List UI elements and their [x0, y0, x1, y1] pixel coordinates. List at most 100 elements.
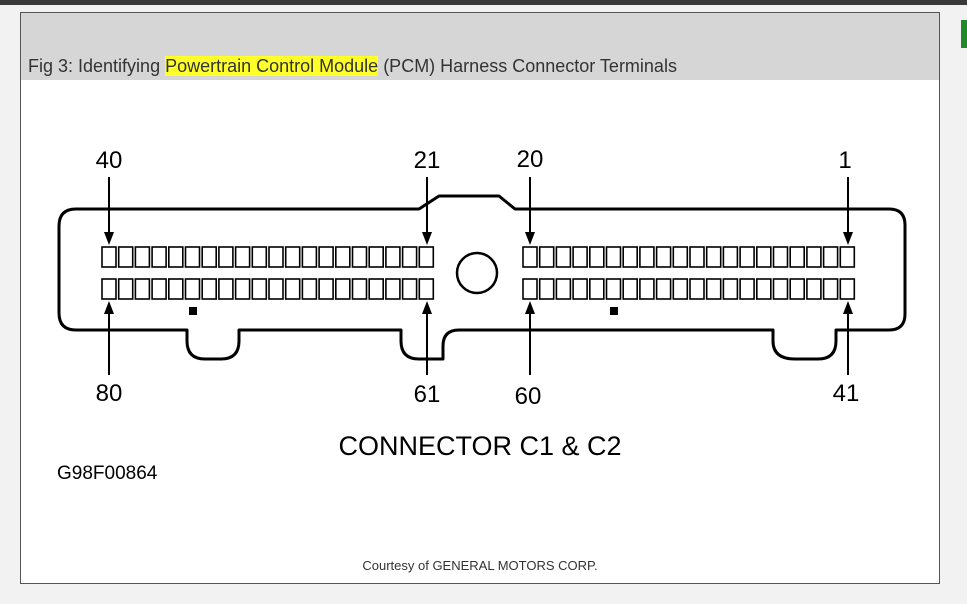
connector-housing — [57, 194, 907, 361]
right-pin-row2-col17 — [789, 278, 806, 300]
left-pin-row2-col2 — [117, 278, 134, 300]
left-pin-row1-col1 — [101, 246, 117, 268]
left-polarization-dot — [189, 307, 197, 315]
arrow-pin-21 — [422, 177, 432, 245]
right-pin-row2-col2 — [538, 278, 555, 300]
right-pin-row1-col3 — [555, 246, 572, 268]
right-connector-pins — [522, 246, 856, 300]
right-pin-row1-col19 — [822, 246, 839, 268]
right-pin-row2-col3 — [555, 278, 572, 300]
label-pin-1: 1 — [838, 147, 851, 174]
right-pin-row1-col17 — [789, 246, 806, 268]
right-pin-row2-col4 — [572, 278, 588, 300]
right-pin-row1-col20 — [839, 246, 856, 268]
left-pin-row2-col7 — [201, 278, 217, 300]
right-pin-row1-col15 — [755, 246, 772, 268]
left-pin-row1-col20 — [418, 246, 435, 268]
right-pin-row2-col11 — [689, 278, 705, 300]
right-pin-row1-col2 — [538, 246, 555, 268]
arrow-pin-60 — [525, 301, 535, 375]
caption-suffix: (PCM) Harness Connector Terminals — [378, 56, 677, 76]
window-top-bar — [0, 0, 967, 5]
right-pin-row1-col11 — [689, 246, 705, 268]
right-pin-row1-col12 — [705, 246, 722, 268]
left-pin-row2-col16 — [351, 278, 368, 300]
left-connector-pins — [101, 246, 435, 300]
caption-prefix: Fig 3: Identifying — [28, 56, 166, 76]
left-pin-row2-col12 — [284, 278, 301, 300]
right-pin-row1-col13 — [722, 246, 739, 268]
label-pin-80: 80 — [96, 380, 123, 407]
right-pin-row1-col10 — [672, 246, 689, 268]
label-pin-20: 20 — [517, 146, 544, 173]
arrow-pin-80 — [104, 301, 114, 375]
caption-highlight: Powertrain Control Module — [165, 56, 379, 76]
right-pin-row1-col14 — [739, 246, 755, 268]
arrow-pin-41 — [843, 301, 853, 375]
left-pin-row2-col3 — [134, 278, 151, 300]
arrow-pin-40 — [104, 177, 114, 245]
pin-callout-arrows — [104, 177, 853, 375]
right-pin-row2-col15 — [755, 278, 772, 300]
right-pin-row1-col6 — [605, 246, 622, 268]
right-pin-row2-col1 — [522, 278, 538, 300]
right-pin-row1-col16 — [772, 246, 789, 268]
label-pin-21: 21 — [414, 147, 441, 174]
left-pin-row1-col6 — [184, 246, 201, 268]
right-pin-row1-col18 — [806, 246, 822, 268]
left-pin-row2-col18 — [385, 278, 401, 300]
right-pin-row1-col1 — [522, 246, 538, 268]
left-pin-row2-col9 — [234, 278, 251, 300]
left-pin-row2-col8 — [218, 278, 234, 300]
left-pin-row1-col15 — [334, 246, 351, 268]
left-pin-row2-col11 — [268, 278, 284, 300]
right-pin-row2-col16 — [772, 278, 789, 300]
left-pin-row2-col10 — [251, 278, 268, 300]
left-pin-row1-col12 — [284, 246, 301, 268]
courtesy-credit: Courtesy of GENERAL MOTORS CORP. — [362, 558, 598, 573]
arrow-pin-20 — [525, 177, 535, 245]
left-pin-row2-col4 — [151, 278, 167, 300]
left-pin-row1-col18 — [385, 246, 401, 268]
right-pin-row2-col14 — [739, 278, 755, 300]
left-pin-row1-col10 — [251, 246, 268, 268]
left-pin-row2-col5 — [168, 278, 184, 300]
left-pin-row1-col16 — [351, 246, 368, 268]
left-pin-row2-col15 — [334, 278, 351, 300]
left-pin-row1-col11 — [268, 246, 284, 268]
right-pin-row2-col12 — [705, 278, 722, 300]
figure-panel: Fig 3: Identifying Powertrain Control Mo… — [20, 12, 940, 584]
right-pin-row2-col9 — [655, 278, 672, 300]
left-pin-row1-col14 — [318, 246, 334, 268]
left-pin-row2-col14 — [318, 278, 334, 300]
right-pin-row1-col4 — [572, 246, 588, 268]
center-locating-hole — [455, 251, 499, 295]
left-pin-row1-col19 — [401, 246, 418, 268]
left-pin-row2-col17 — [368, 278, 385, 300]
left-pin-row1-col7 — [201, 246, 217, 268]
left-pin-row1-col4 — [151, 246, 167, 268]
connector-label: CONNECTOR C1 & C2 — [338, 431, 621, 461]
left-pin-row2-col1 — [101, 278, 117, 300]
caption-bar: Fig 3: Identifying Powertrain Control Mo… — [21, 13, 939, 80]
arrow-pin-1 — [843, 177, 853, 245]
connector-diagram: 40 21 20 1 80 61 60 41 CONNECTOR C1 & C2… — [57, 146, 907, 484]
left-pin-row2-col6 — [184, 278, 201, 300]
right-pin-row2-col20 — [839, 278, 856, 300]
right-pin-row2-col8 — [639, 278, 655, 300]
label-pin-61: 61 — [414, 381, 441, 408]
right-pin-row2-col7 — [622, 278, 639, 300]
label-pin-60: 60 — [515, 383, 542, 410]
left-pin-row1-col2 — [117, 246, 134, 268]
figure-caption: Fig 3: Identifying Powertrain Control Mo… — [28, 55, 677, 77]
right-pin-row1-col5 — [588, 246, 605, 268]
right-pin-row2-col19 — [822, 278, 839, 300]
right-pin-row2-col10 — [672, 278, 689, 300]
right-pin-row2-col6 — [605, 278, 622, 300]
left-pin-row1-col13 — [301, 246, 318, 268]
left-pin-row1-col5 — [168, 246, 184, 268]
figure-code: G98F00864 — [57, 463, 158, 484]
side-tab-indicator — [961, 20, 967, 48]
right-pin-row1-col9 — [655, 246, 672, 268]
label-pin-40: 40 — [96, 147, 123, 174]
